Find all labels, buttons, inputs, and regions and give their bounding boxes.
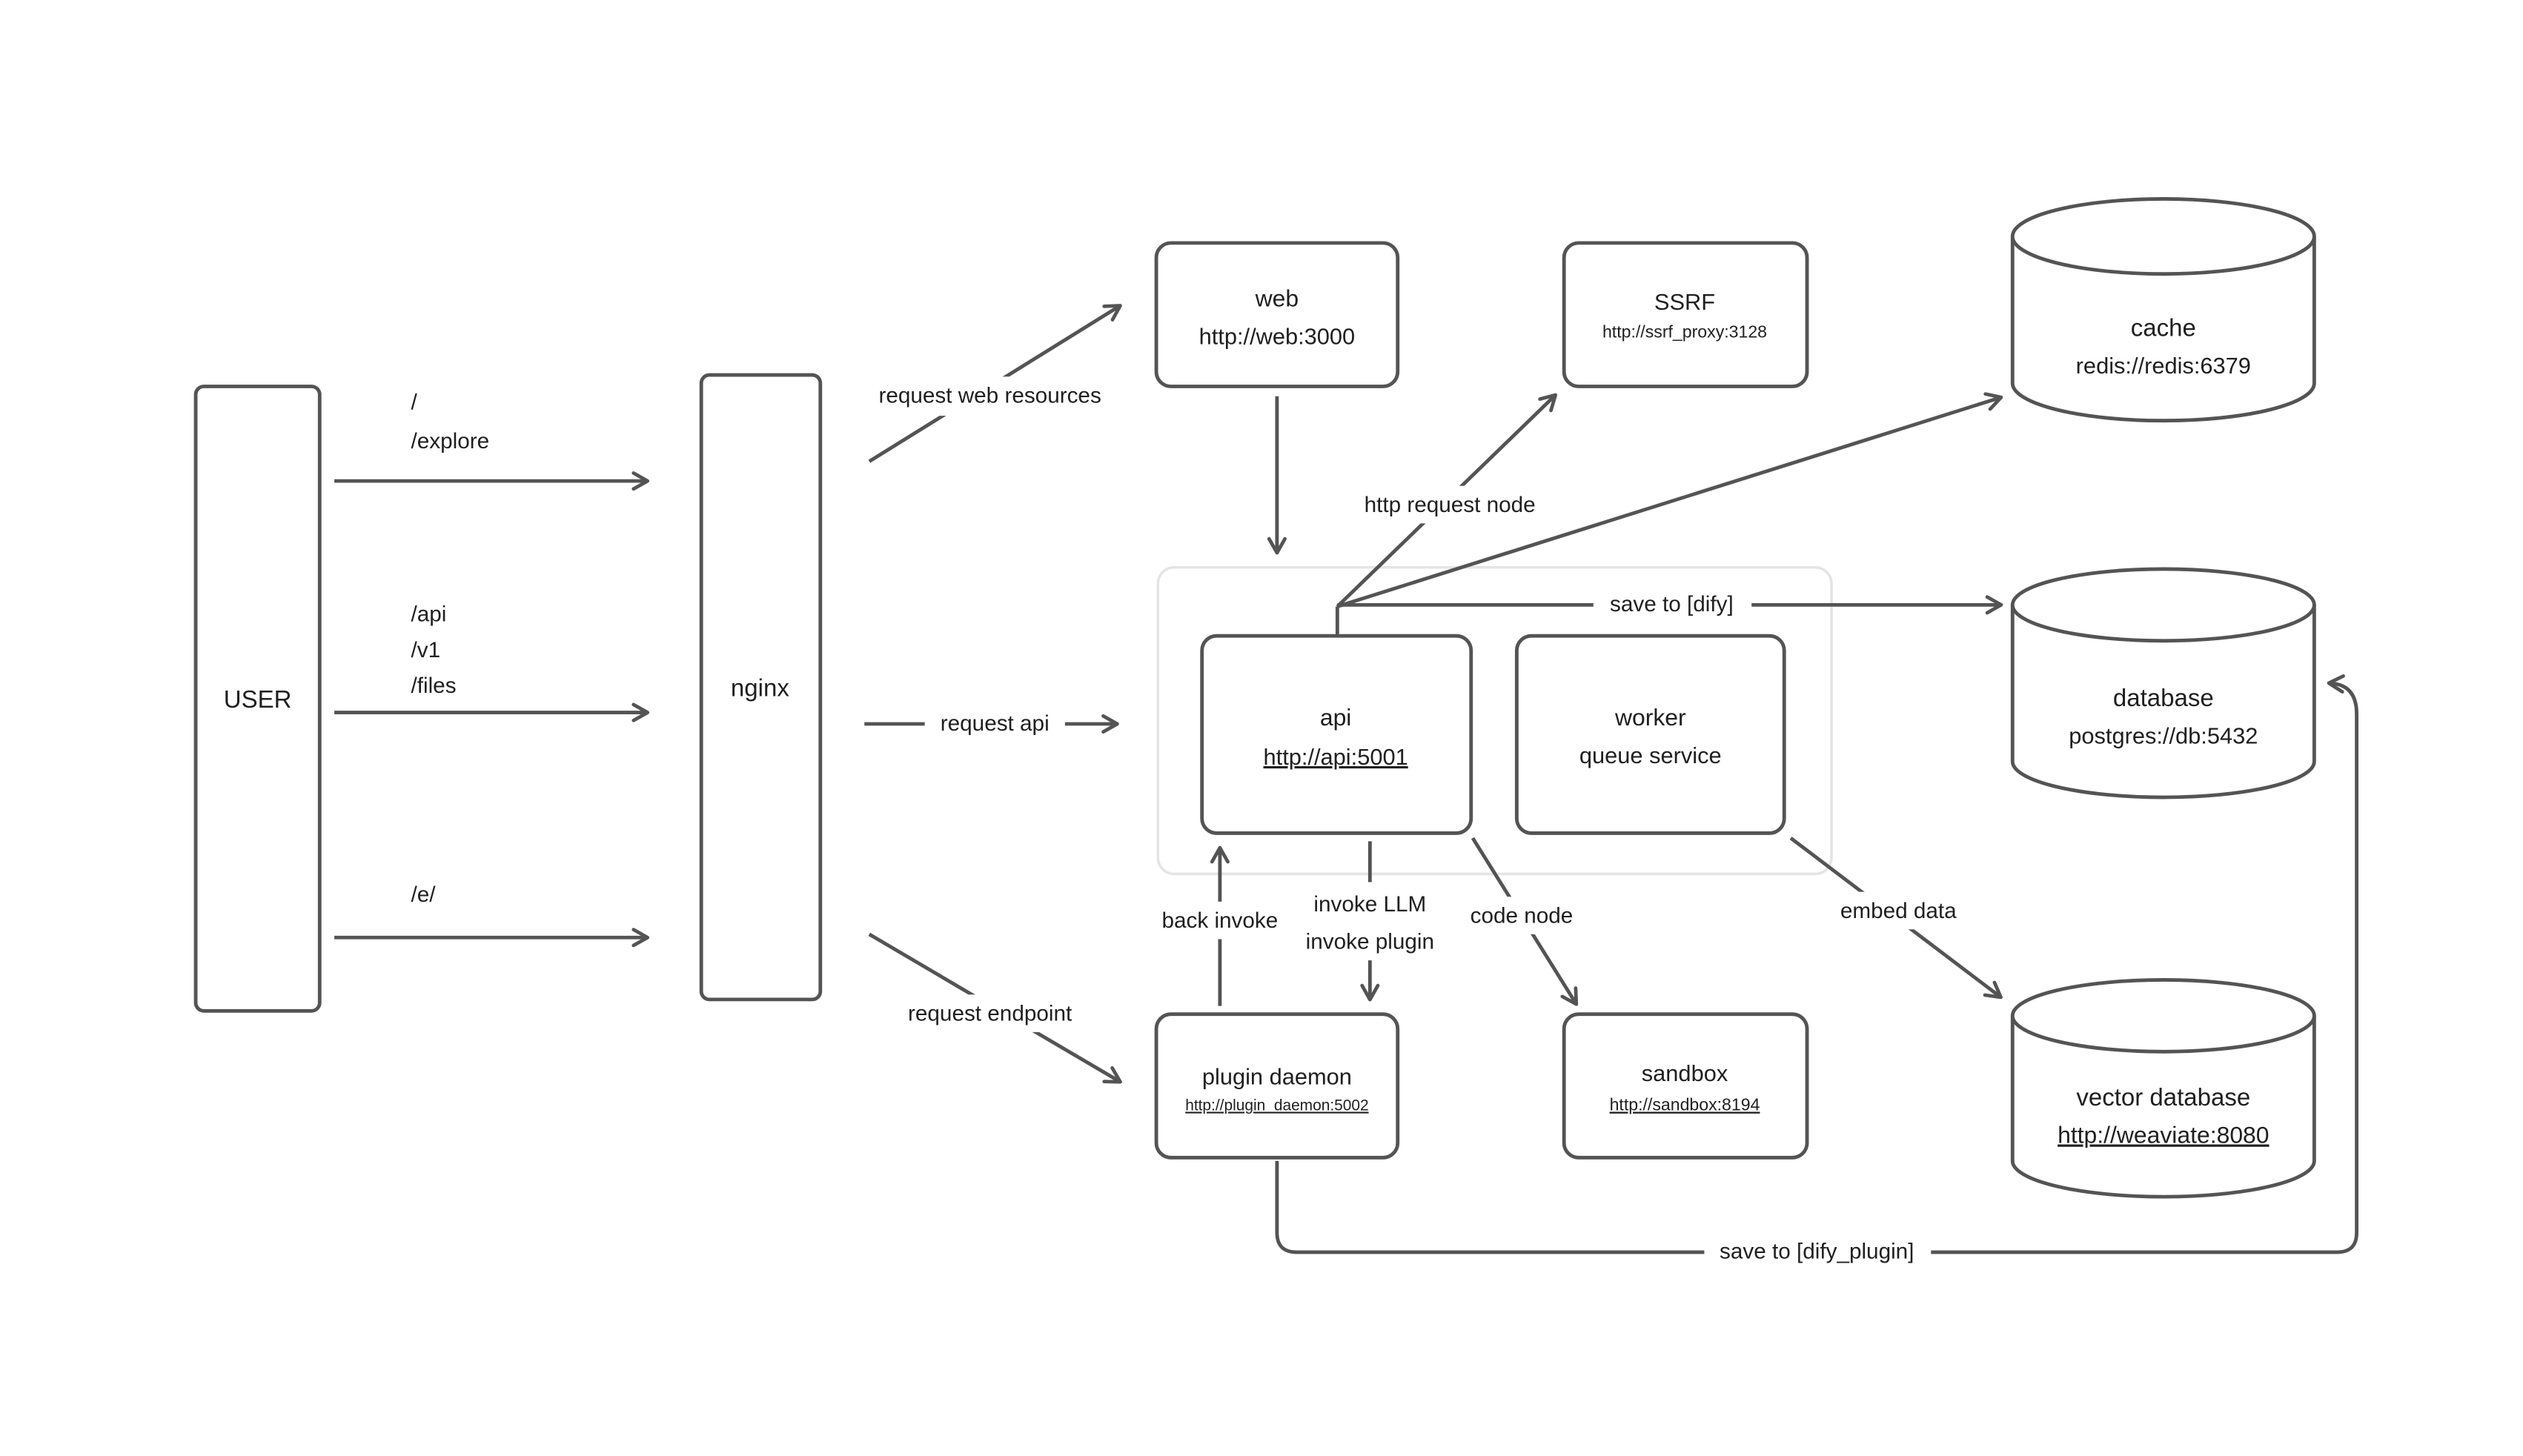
web-url: http://web:3000 [1199,323,1356,349]
edge-label-bg [1704,1232,1932,1271]
vector-database-title: vector database [2076,1083,2250,1111]
edge-label-bg [1296,882,1445,961]
edge-label-request-api: request api [941,711,1050,736]
worker-node [1514,634,1786,835]
api-node [1200,634,1473,835]
api-url: http://api:5001 [1264,744,1408,770]
cache-cylinder-top [2010,197,2316,276]
edge-label-bg [895,994,1085,1032]
web-title: web [1255,285,1299,312]
edge-label-save-to-dify-plugin: save to [dify_plugin] [1720,1240,1914,1264]
nginx-node [699,373,823,1002]
user-label: USER [224,685,292,713]
worker-subtitle: queue service [1579,742,1722,768]
edge-label-invoke-llm: invoke LLM [1313,892,1426,917]
database-title: database [2113,684,2214,711]
edge-label-request-web-resources: request web resources [878,384,1101,408]
ssrf-url: http://ssrf_proxy:3128 [1602,322,1767,341]
web-node [1154,241,1400,388]
edge-label-e-path: /e/ [411,882,436,907]
edge-label-bg [1348,485,1554,524]
edge-label-bg [924,704,1065,742]
edge-label-v1-path: /v1 [411,638,440,662]
database-cylinder: database postgres://db:5432 [2010,567,2316,800]
edge-label-bg [1466,897,1579,934]
sandbox-node [1562,1012,1809,1160]
edge-label-bg [1593,585,1752,623]
vector-database-cylinder-top [2010,978,2316,1054]
plugin-daemon-title: plugin daemon [1202,1063,1352,1089]
nginx-label: nginx [731,674,789,702]
edge-label-invoke-plugin: invoke plugin [1306,930,1434,954]
edge-label-code-node: code node [1471,903,1574,928]
edge-label-files-path: /files [411,674,456,698]
edge-label-save-to-dify: save to [dify] [1610,592,1734,616]
edge-label-api-path: /api [411,602,446,626]
edge-label-bg [863,376,1118,416]
edge-label-request-endpoint: request endpoint [908,1001,1072,1025]
edge-api-cache [1336,392,2003,608]
edge-label-explore: /explore [411,429,489,453]
database-cylinder-body [2010,605,2316,800]
sandbox-url: http://sandbox:8194 [1610,1095,1760,1114]
edge-label-root: / [411,390,417,414]
edge-label-http-request-node: http request node [1365,493,1536,517]
plugin-daemon-url: http://plugin_daemon:5002 [1185,1097,1368,1114]
edge-label-back-invoke: back invoke [1162,908,1279,933]
edge-label-embed-data: embed data [1840,899,1957,923]
database-cylinder-top [2010,567,2316,643]
worker-title: worker [1614,704,1686,731]
ssrf-node [1562,241,1809,388]
edge-label-bg [1154,901,1287,940]
api-title: api [1320,704,1352,731]
database-url: postgres://db:5432 [2069,722,2258,748]
vector-database-url: http://weaviate:8080 [2058,1122,2269,1148]
cache-cylinder: cache redis://redis:6379 [2010,197,2316,423]
cache-title: cache [2131,313,2196,341]
vector-database-cylinder-body [2010,1015,2316,1199]
edge-plugin-daemon-database-save [1275,674,2358,1254]
sandbox-title: sandbox [1642,1060,1728,1086]
cache-url: redis://redis:6379 [2076,353,2251,379]
user-node [193,385,322,1013]
plugin-daemon-node [1154,1012,1400,1160]
vector-database-cylinder: vector database http://weaviate:8080 [2010,978,2316,1199]
ssrf-title: SSRF [1654,289,1715,315]
edge-label-bg [1836,891,1963,930]
cache-cylinder-body [2010,236,2316,423]
